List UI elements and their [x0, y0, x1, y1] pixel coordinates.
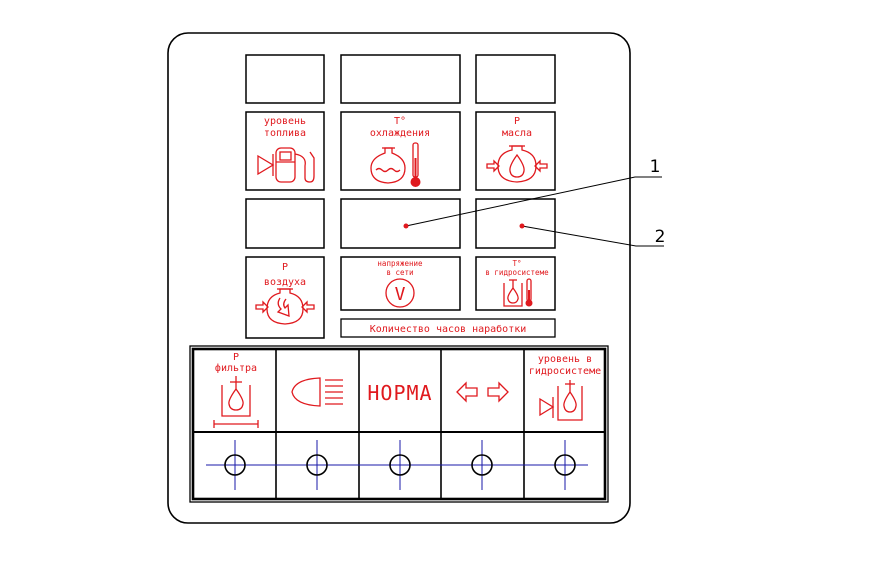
- hydraulic-level-icon: [539, 380, 583, 421]
- bottom-lamp-switch-block: [189, 345, 609, 503]
- toggle-switch-2[interactable]: [306, 454, 328, 476]
- air-pressure-icon: [255, 288, 315, 325]
- coolant-temp-indicator: Т° охлаждения: [340, 111, 461, 191]
- toggle-switch-4[interactable]: [471, 454, 493, 476]
- headlight-icon: [291, 377, 343, 407]
- coolant-temp-label-2: охлаждения: [370, 128, 430, 139]
- hydraulic-temp-label-2: в гидросистеме: [485, 268, 549, 277]
- oil-drop-pressure-icon: [486, 145, 548, 183]
- filter-pressure-lamp: Р фильтра: [213, 352, 259, 428]
- toggle-switch-1[interactable]: [224, 454, 246, 476]
- callout-2: 2: [519, 223, 666, 247]
- mains-voltage-label-1: напряжение: [377, 259, 423, 268]
- direction-lamp: [456, 381, 509, 403]
- toggle-switch-5[interactable]: [554, 454, 576, 476]
- air-pressure-label-1: Р: [282, 262, 288, 273]
- callout-1-number: 1: [650, 157, 661, 177]
- hydraulic-thermometer-icon: [503, 278, 533, 307]
- hydraulic-level-label-1: уровень в: [538, 354, 592, 365]
- headlight-lamp: [291, 377, 343, 407]
- left-right-arrows-icon: [456, 381, 509, 403]
- coolant-temp-label-1: Т°: [394, 116, 406, 127]
- mains-voltage-label-2: в сети: [386, 268, 413, 277]
- hour-meter-label: Количество часов наработки: [370, 323, 527, 335]
- norma-lamp: НОРМА: [367, 381, 432, 405]
- hydraulic-level-label-2: гидросистеме: [529, 366, 601, 377]
- filter-pressure-label-2: фильтра: [215, 362, 257, 374]
- voltmeter-symbol: V: [395, 284, 406, 305]
- hour-meter-label-strip: Количество часов наработки: [340, 318, 556, 338]
- oil-pressure-label-2: масла: [502, 128, 532, 139]
- hydraulic-temp-label-1: Т°: [512, 259, 521, 268]
- filter-drop-icon: [213, 376, 259, 428]
- coolant-thermometer-icon: [370, 142, 421, 187]
- norma-label: НОРМА: [367, 381, 432, 405]
- callout-1: 1: [403, 157, 662, 229]
- blank-windows-middle: [245, 198, 556, 249]
- mains-voltage-indicator: напряжение в сети V: [340, 256, 461, 311]
- filter-pressure-label-1: Р: [233, 352, 239, 363]
- hydraulic-temp-indicator: Т° в гидросистеме: [475, 256, 556, 311]
- air-pressure-label-2: воздуха: [264, 277, 306, 288]
- fuel-pump-icon: [257, 147, 315, 183]
- fuel-level-label-2: топлива: [264, 128, 306, 139]
- panel-outline: [167, 32, 631, 524]
- fuel-level-label-1: уровень: [264, 116, 306, 127]
- toggle-switch-3[interactable]: [389, 454, 411, 476]
- blank-windows-top: [245, 54, 556, 104]
- switch-center-lines: [206, 440, 588, 490]
- oil-pressure-indicator: Р масла: [475, 111, 556, 191]
- oil-pressure-label-1: Р: [514, 116, 520, 127]
- fuel-level-indicator: уровень топлива: [245, 111, 325, 191]
- hydraulic-level-lamp: уровень в гидросистеме: [529, 354, 601, 421]
- callout-2-number: 2: [655, 227, 666, 247]
- air-pressure-indicator: Р воздуха: [245, 256, 325, 339]
- voltmeter-icon: V: [385, 278, 415, 308]
